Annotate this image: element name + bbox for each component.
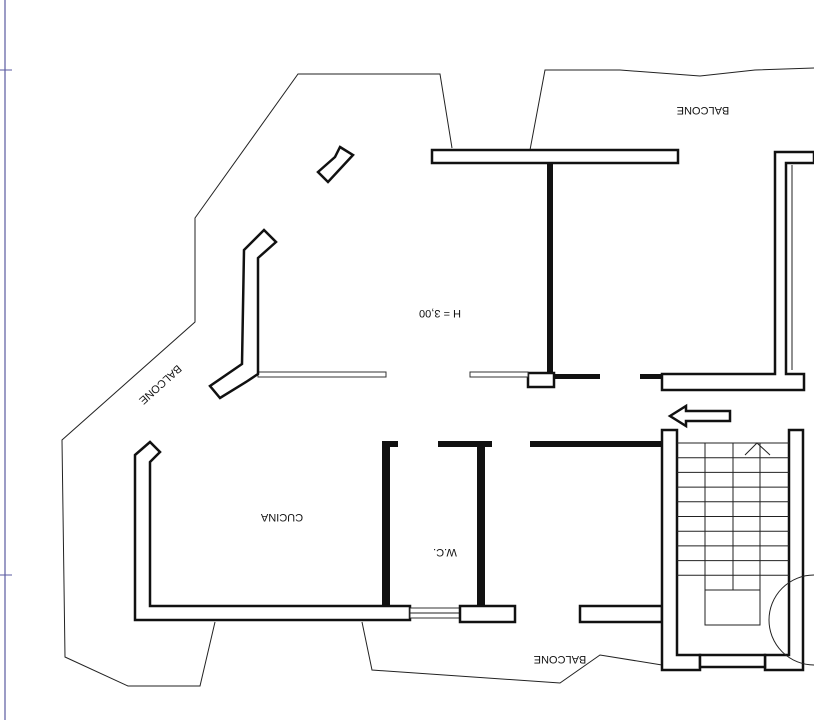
wall xyxy=(530,441,662,447)
staircase xyxy=(660,428,805,672)
wall xyxy=(208,228,278,400)
wall xyxy=(458,604,517,624)
wall xyxy=(430,148,680,165)
wall xyxy=(526,371,556,389)
label-balcony-left: BALCONE xyxy=(136,362,183,406)
label-kitchen: CUCINA xyxy=(260,511,303,523)
wall xyxy=(477,442,485,606)
wall xyxy=(578,604,664,624)
wall xyxy=(640,374,662,379)
wall xyxy=(382,441,398,447)
wall xyxy=(554,374,600,379)
label-wc: W.C. xyxy=(433,546,457,558)
wall xyxy=(660,150,814,392)
wall xyxy=(133,440,412,622)
balcony-outline-top xyxy=(529,67,814,151)
balcony-outline-left xyxy=(61,73,453,687)
balcony-outline-bottom xyxy=(361,621,663,684)
window xyxy=(409,607,461,619)
wall xyxy=(382,442,390,606)
wall xyxy=(316,145,355,184)
label-balcony-bottom: BALCONE xyxy=(534,653,587,665)
wall xyxy=(438,441,492,447)
label-balcony-top: BALCONE xyxy=(677,104,730,116)
margin-guide xyxy=(0,0,12,720)
door-swing-arc xyxy=(768,574,814,666)
wall xyxy=(547,163,553,375)
entry-arrow-icon xyxy=(667,403,732,429)
label-ceiling-height: H = 3,00 xyxy=(419,307,461,319)
window xyxy=(257,371,529,378)
